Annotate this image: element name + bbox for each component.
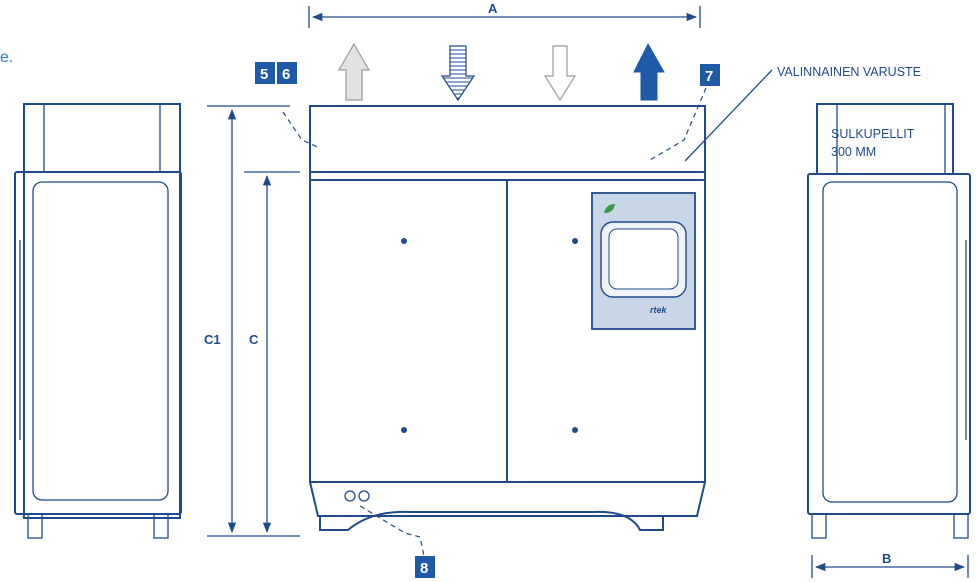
dimension-c1-label: C1 — [204, 332, 221, 347]
silencer-label-line1: SULKUPELLIT — [831, 127, 915, 141]
depth-dimension: B — [811, 551, 969, 578]
control-panel: rtek — [591, 192, 696, 330]
height-dimensions: C1 C — [204, 105, 300, 537]
arrow-down-hatched-icon — [440, 45, 476, 102]
arrow-up-solid-icon — [633, 42, 665, 101]
arrow-up-outline-icon — [337, 42, 371, 101]
badge-8-label: 8 — [420, 560, 428, 577]
dimension-b-label: B — [882, 551, 891, 566]
dimension-c-label: C — [249, 332, 259, 347]
badge-5 — [255, 62, 275, 84]
arrow-down-outline-icon — [543, 45, 577, 102]
callout-badges: 5 6 7 8 — [255, 62, 720, 578]
front-view: rtek — [282, 69, 773, 557]
badge-7-label: 7 — [705, 68, 713, 85]
badge-6-label: 6 — [282, 66, 290, 83]
optional-equipment-label: VALINNAINEN VARUSTE — [777, 65, 921, 79]
badge-7 — [700, 64, 720, 86]
width-dimension: A — [308, 1, 701, 28]
edge-text-fragment: e. — [0, 49, 13, 66]
airflow-arrows — [337, 42, 665, 102]
badge-5-label: 5 — [260, 66, 268, 83]
dimension-a-label: A — [488, 1, 498, 16]
badge-8 — [415, 556, 435, 578]
badge-6 — [277, 62, 297, 84]
right-side-view: SULKUPELLIT 300 MM — [807, 103, 971, 539]
panel-logo: rtek — [650, 305, 668, 315]
leaf-icon — [604, 204, 615, 213]
silencer-label-line2: 300 MM — [831, 145, 876, 159]
left-side-view — [14, 103, 182, 539]
